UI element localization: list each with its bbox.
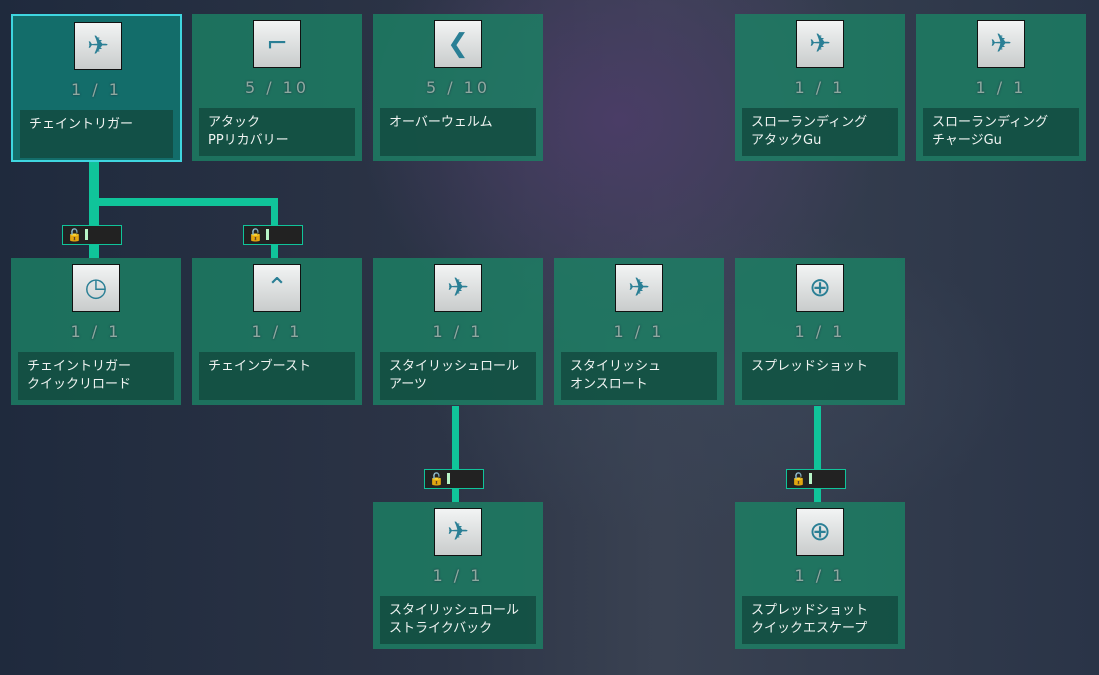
skill-name: スタイリッシュロール ストライクバック xyxy=(380,596,536,644)
connector xyxy=(814,406,821,502)
skill-name: スタイリッシュロール アーツ xyxy=(380,352,536,400)
unlock-icon: 🔓 xyxy=(67,228,82,242)
onslaught-icon: ✈ xyxy=(615,264,663,312)
skill-name: チェイントリガー xyxy=(20,110,173,158)
lock-badge: 🔓 xyxy=(243,225,303,245)
skill-name: スプレッドショット xyxy=(742,352,898,400)
skill-node-attack-pp-recovery[interactable]: ⌐ 5 / 10 アタック PPリカバリー xyxy=(192,14,362,161)
slow-landing-charge-icon: ✈ xyxy=(977,20,1025,68)
skill-node-chain-trigger-quick-reload[interactable]: ◷ 1 / 1 チェイントリガー クイックリロード xyxy=(11,258,181,405)
skill-node-stylish-roll-strike-back[interactable]: ✈ 1 / 1 スタイリッシュロール ストライクバック xyxy=(373,502,543,649)
strike-back-icon: ✈ xyxy=(434,508,482,556)
unlock-icon: 🔓 xyxy=(791,472,806,486)
connector xyxy=(452,406,459,502)
connector xyxy=(89,198,277,206)
skill-level: 5 / 10 xyxy=(425,78,491,97)
skill-name: スローランディング チャージGu xyxy=(923,108,1079,156)
skill-level: 1 / 1 xyxy=(975,78,1027,97)
chain-clock-icon: ◷ xyxy=(72,264,120,312)
unlock-icon: 🔓 xyxy=(248,228,263,242)
skill-node-overwhelm[interactable]: ❮ 5 / 10 オーバーウェルム xyxy=(373,14,543,161)
skill-node-stylish-roll-arts[interactable]: ✈ 1 / 1 スタイリッシュロール アーツ xyxy=(373,258,543,405)
skill-node-slow-landing-charge[interactable]: ✈ 1 / 1 スローランディング チャージGu xyxy=(916,14,1086,161)
lock-count xyxy=(446,473,450,484)
skill-level: 1 / 1 xyxy=(71,80,122,99)
lock-badge: 🔓 xyxy=(786,469,846,489)
skill-node-slow-landing-attack[interactable]: ✈ 1 / 1 スローランディング アタックGu xyxy=(735,14,905,161)
skill-name: チェインブースト xyxy=(199,352,355,400)
skill-level: 1 / 1 xyxy=(613,322,665,341)
skill-name: スローランディング アタックGu xyxy=(742,108,898,156)
skill-node-stylish-onslaught[interactable]: ✈ 1 / 1 スタイリッシュ オンスロート xyxy=(554,258,724,405)
slow-landing-icon: ✈ xyxy=(796,20,844,68)
skill-level: 1 / 1 xyxy=(794,566,846,585)
chain-boost-icon: ⌃ xyxy=(253,264,301,312)
skill-level: 1 / 1 xyxy=(432,322,484,341)
pp-gun-icon: ⌐ xyxy=(253,20,301,68)
skill-name: スプレッドショット クイックエスケープ xyxy=(742,596,898,644)
lock-count xyxy=(84,229,88,240)
skill-node-spread-shot-quick-escape[interactable]: ⊕ 1 / 1 スプレッドショット クイックエスケープ xyxy=(735,502,905,649)
skill-name: アタック PPリカバリー xyxy=(199,108,355,156)
skill-level: 1 / 1 xyxy=(70,322,122,341)
skill-node-spread-shot[interactable]: ⊕ 1 / 1 スプレッドショット xyxy=(735,258,905,405)
lock-count xyxy=(808,473,812,484)
skill-name: オーバーウェルム xyxy=(380,108,536,156)
lock-count xyxy=(265,229,269,240)
skill-level: 1 / 1 xyxy=(794,322,846,341)
crosshair-escape-icon: ⊕ xyxy=(796,508,844,556)
roll-arts-icon: ✈ xyxy=(434,264,482,312)
skill-level: 1 / 1 xyxy=(432,566,484,585)
skill-node-chain-boost[interactable]: ⌃ 1 / 1 チェインブースト xyxy=(192,258,362,405)
unlock-icon: 🔓 xyxy=(429,472,444,486)
lock-badge: 🔓 xyxy=(62,225,122,245)
skill-name: スタイリッシュ オンスロート xyxy=(561,352,717,400)
skill-level: 1 / 1 xyxy=(251,322,303,341)
crosshair-icon: ⊕ xyxy=(796,264,844,312)
lock-badge: 🔓 xyxy=(424,469,484,489)
pp-overwhelm-icon: ❮ xyxy=(434,20,482,68)
connector xyxy=(89,161,99,258)
skill-level: 5 / 10 xyxy=(244,78,310,97)
skill-level: 1 / 1 xyxy=(794,78,846,97)
skill-node-chain-trigger[interactable]: ✈ 1 / 1 チェイントリガー xyxy=(11,14,182,162)
skill-name: チェイントリガー クイックリロード xyxy=(18,352,174,400)
chain-icon: ✈ xyxy=(74,22,122,70)
